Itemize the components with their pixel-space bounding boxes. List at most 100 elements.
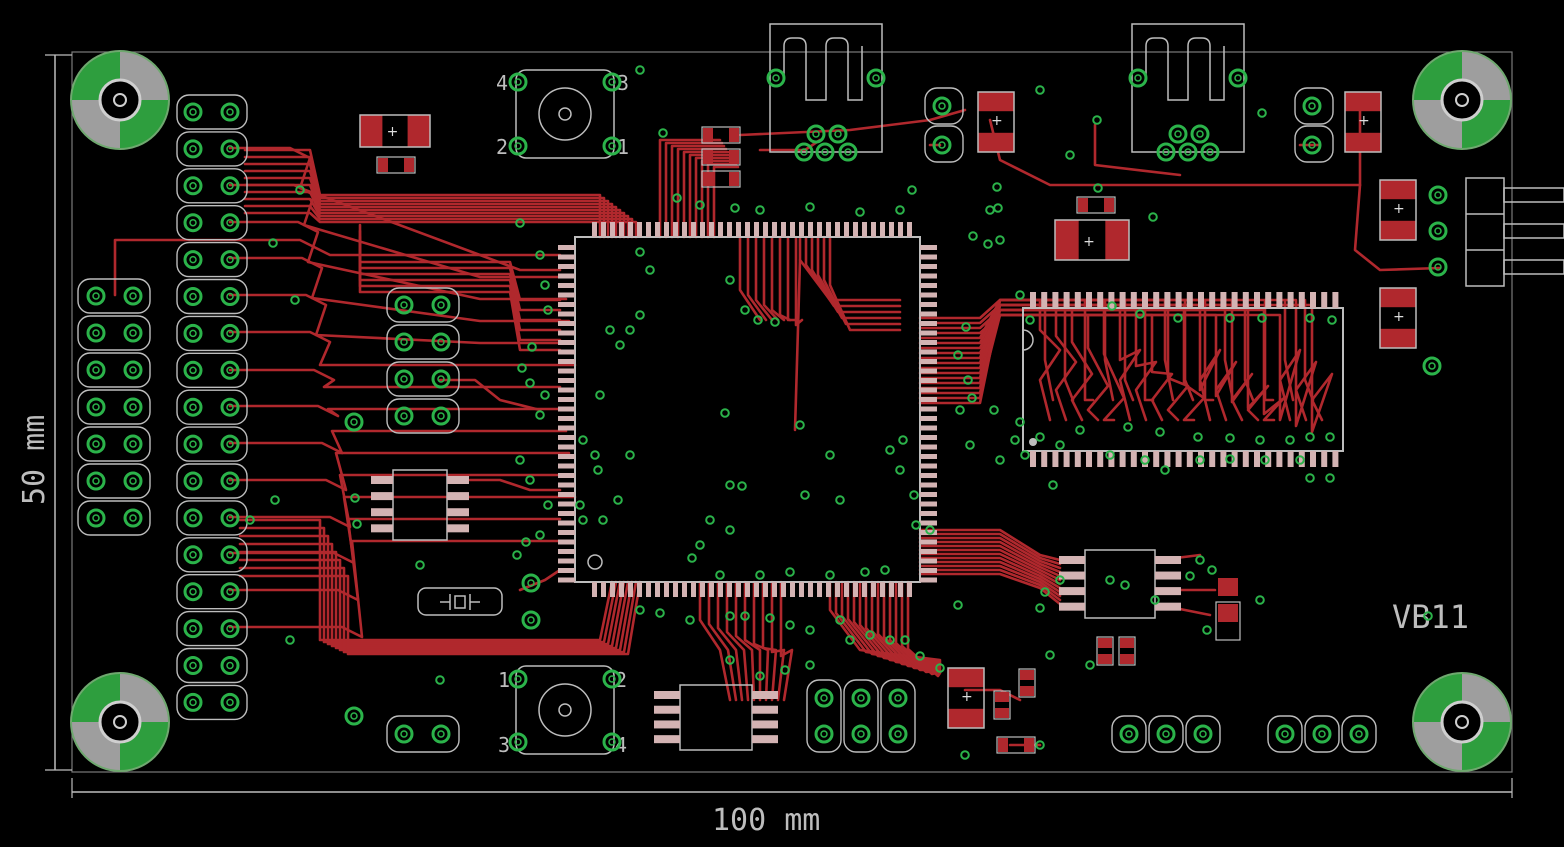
resistor-icon	[1118, 636, 1136, 666]
qfp-pin	[880, 222, 885, 237]
qfp-pin	[673, 222, 678, 237]
via	[540, 280, 550, 290]
trace	[712, 165, 740, 239]
resistor-icon	[376, 156, 416, 174]
trace	[779, 580, 794, 702]
tsop-pin	[1175, 292, 1182, 308]
qfp-pin	[558, 463, 575, 469]
qfp-pin	[920, 549, 937, 554]
qfp-pin	[718, 222, 723, 237]
trace	[238, 558, 634, 652]
qfp-pin	[558, 254, 575, 260]
tsop-pin	[1321, 451, 1328, 467]
tht-pad	[220, 323, 240, 343]
tht-pad	[183, 656, 203, 675]
via	[535, 250, 545, 260]
via	[645, 265, 655, 275]
tht-pad	[1168, 124, 1188, 144]
qfp-pins	[558, 222, 937, 597]
via	[540, 390, 550, 400]
qfp-pin	[610, 582, 615, 597]
via	[578, 435, 588, 445]
via	[1207, 565, 1217, 575]
tht-pad	[1190, 124, 1210, 144]
via	[543, 305, 553, 315]
resistor-icon	[996, 736, 1036, 754]
tht-pad	[838, 142, 858, 162]
qfp-pin	[907, 222, 912, 237]
via	[753, 315, 763, 325]
via	[992, 182, 1002, 192]
via	[765, 613, 775, 623]
tsop-pin	[1097, 292, 1104, 308]
tsop-pin	[1063, 292, 1070, 308]
qfp-pin	[920, 273, 937, 279]
via	[1120, 580, 1130, 590]
qfp-pin	[920, 463, 937, 469]
qfp-pin	[920, 511, 937, 516]
via	[635, 310, 645, 320]
tht-pad	[394, 724, 414, 744]
tht-pad	[220, 545, 240, 565]
via	[613, 495, 623, 505]
tht-pad	[521, 573, 541, 593]
via	[350, 493, 360, 503]
tsop-pin	[1209, 451, 1216, 467]
via	[737, 481, 747, 491]
qfp-pin	[558, 302, 575, 307]
smd-components: +++++++	[359, 91, 1417, 754]
trace	[918, 308, 1158, 422]
qfp-pin	[920, 397, 937, 402]
usb-connector-icon	[1131, 23, 1245, 153]
via	[1015, 417, 1025, 427]
qfp-pin	[709, 222, 714, 237]
tsop-pin	[1321, 292, 1328, 308]
qfp-pin	[817, 582, 822, 597]
qfp-pin	[920, 330, 937, 336]
tht-pad	[220, 360, 240, 380]
tsop-pin	[1164, 292, 1171, 308]
trace	[707, 580, 738, 702]
qfp-pin	[619, 582, 624, 597]
via	[515, 218, 525, 228]
trace	[238, 566, 638, 654]
tsop-pin	[1186, 451, 1193, 467]
via	[1045, 650, 1055, 660]
via	[1065, 150, 1075, 160]
tht-pad	[431, 724, 451, 744]
qfp-pin	[664, 582, 669, 597]
tht-pad	[220, 250, 240, 270]
qfp-pin	[558, 273, 575, 279]
tht-pad	[431, 332, 451, 352]
tht-pad	[1156, 724, 1176, 744]
trace	[906, 580, 942, 678]
tht-pad	[220, 287, 240, 306]
via	[527, 342, 537, 352]
trace	[228, 368, 562, 389]
qfp-pin	[558, 444, 575, 450]
qfp-pin	[853, 222, 858, 237]
tht-pad	[888, 688, 908, 708]
tht-pad	[866, 68, 886, 88]
via	[1075, 425, 1085, 435]
tht-pad	[602, 72, 622, 92]
pin-header-icon	[77, 278, 151, 314]
tht-pad	[806, 124, 826, 144]
trace	[1223, 298, 1235, 402]
trace	[752, 580, 770, 702]
trace	[658, 138, 722, 239]
trace	[918, 564, 1062, 598]
qfp-pin	[772, 222, 777, 237]
qfp-pin	[920, 416, 937, 421]
tsop-pin	[1097, 451, 1104, 467]
via	[435, 675, 445, 685]
tht-pad	[1228, 68, 1248, 88]
tht-pad	[1302, 96, 1322, 116]
via	[1173, 313, 1183, 323]
qfp-pin	[682, 222, 687, 237]
via	[1202, 625, 1212, 635]
tsop-pin	[1153, 292, 1160, 308]
qfp-pin	[664, 222, 669, 237]
tht-pad	[394, 295, 414, 315]
via	[1040, 587, 1050, 597]
